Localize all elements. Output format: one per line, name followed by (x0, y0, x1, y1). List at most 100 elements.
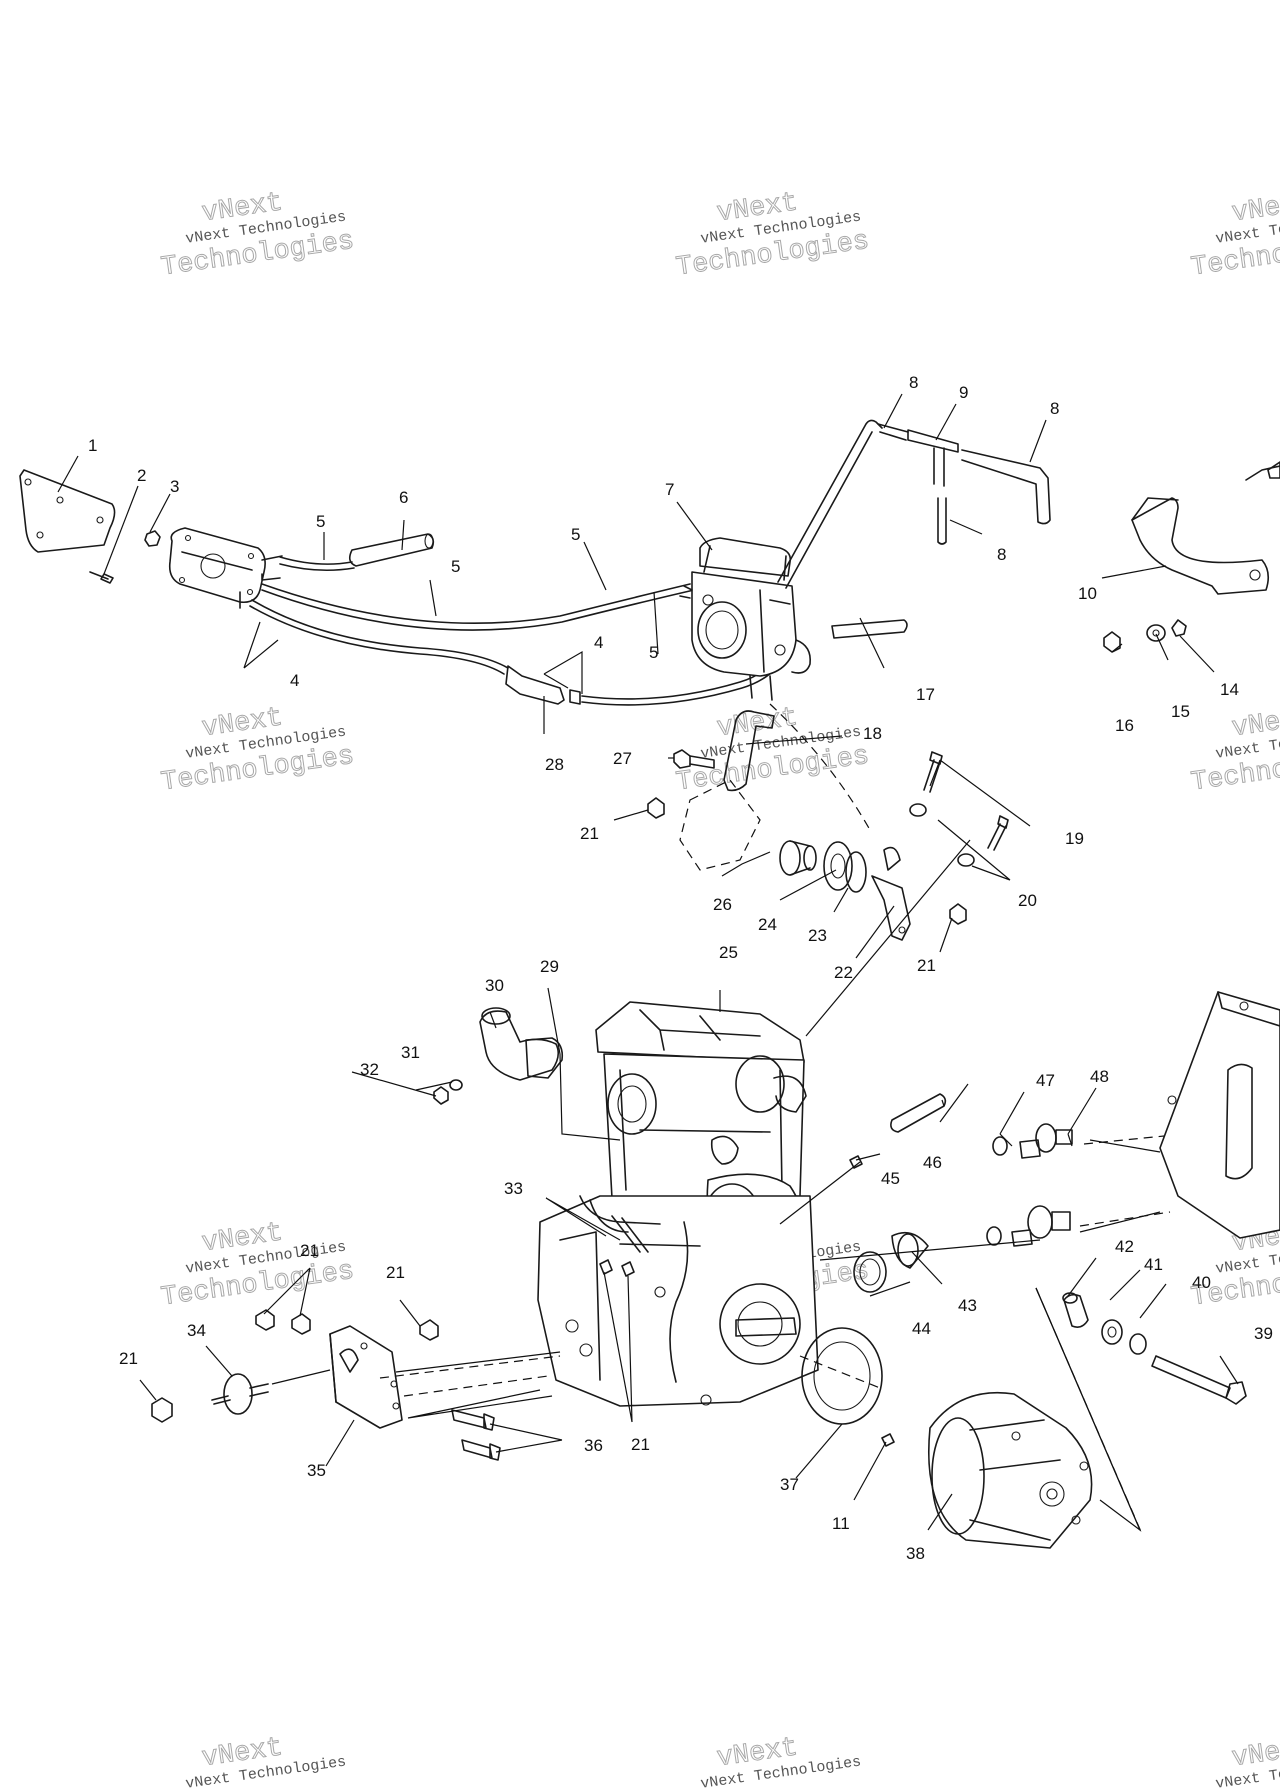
part-bolt-27 (673, 749, 715, 769)
callout-33: 33 (504, 1179, 523, 1198)
part-washer-40 (1129, 1333, 1147, 1355)
callout-47: 47 (1036, 1071, 1055, 1090)
part-screw-19-lower (987, 815, 1009, 851)
part-bracket-18 (723, 710, 775, 792)
callout-11: 11 (832, 1514, 850, 1533)
callout-1: 1 (88, 436, 97, 455)
callout-21: 21 (631, 1435, 650, 1454)
callout-25: 25 (719, 943, 738, 962)
part-gasket-29 (525, 1037, 564, 1079)
callout-46: 46 (923, 1153, 942, 1172)
part-fitting-28 (505, 665, 581, 705)
callout-21: 21 (386, 1263, 405, 1282)
part-engine-25 (537, 1001, 819, 1407)
callout-22: 22 (834, 963, 853, 982)
part-spacer-42 (1062, 1292, 1089, 1328)
callout-36: 36 (584, 1436, 603, 1455)
callout-23: 23 (808, 926, 827, 945)
part-bracket-10 (1131, 461, 1280, 595)
watermark: vNext vNext Technologies Technologies (159, 703, 357, 799)
callout-21: 21 (300, 1241, 319, 1260)
callout-28: 28 (545, 755, 564, 774)
watermark: vNext vNext Technologies Technologies (1189, 188, 1280, 284)
part-intake-elbow-30 (479, 1007, 560, 1081)
watermark: vNext vNext Technologies (184, 1733, 347, 1792)
callout-31: 31 (401, 1043, 420, 1062)
callout-14: 14 (1220, 680, 1239, 699)
callout-16: 16 (1115, 716, 1134, 735)
part-clamp-44 (853, 1251, 887, 1293)
callout-30: 30 (485, 976, 504, 995)
part-nut-16 (1103, 631, 1121, 653)
part-nut-32 (433, 1086, 449, 1105)
callout-48: 48 (1090, 1067, 1109, 1086)
part-washer-15 (1146, 624, 1166, 642)
part-nut-21-upper (647, 797, 665, 819)
watermark: vNext vNext Technologies (1214, 1733, 1280, 1792)
callout-34: 34 (187, 1321, 206, 1340)
callout-37: 37 (780, 1475, 799, 1494)
callout-27: 27 (613, 749, 632, 768)
callout-35: 35 (307, 1461, 326, 1480)
callout-15: 15 (1171, 702, 1190, 721)
callout-21: 21 (917, 956, 936, 975)
callout-labels: 1 2 3 4 4 5 5 5 5 6 7 8 8 8 9 10 11 14 1… (88, 373, 1273, 1563)
part-bracket-22 (871, 846, 911, 941)
part-nut-21-upper-left-b (291, 1313, 311, 1335)
watermark: vNext vNext Technologies Technologies (159, 1218, 357, 1314)
part-nut-21-center-left (419, 1319, 439, 1341)
callout-29: 29 (540, 957, 559, 976)
callout-43: 43 (958, 1296, 977, 1315)
callout-3: 3 (170, 477, 179, 496)
part-nut-21-engine-b (621, 1261, 635, 1277)
part-screw-19-upper (923, 751, 943, 793)
callout-41: 41 (1144, 1255, 1163, 1274)
callout-45: 45 (881, 1169, 900, 1188)
callout-6: 6 (399, 488, 408, 507)
watermark: vNext vNext Technologies Technologies (674, 703, 872, 799)
callout-21: 21 (580, 824, 599, 843)
watermark: vNext vNext Technologies Technologies (674, 188, 872, 284)
callout-9: 9 (959, 383, 968, 402)
callout-8: 8 (997, 545, 1006, 564)
part-mount-48-upper (1019, 1123, 1073, 1159)
part-washer-14 (1171, 619, 1187, 637)
part-bracket-35 (329, 1325, 403, 1429)
part-plug-45 (849, 1155, 863, 1169)
part-nut-21-upper-left-a (255, 1309, 275, 1331)
part-mounting-plate (19, 469, 116, 584)
callout-17: 17 (916, 685, 935, 704)
part-stud-36-lower (461, 1439, 501, 1461)
watermark: vNext vNext Technologies (699, 1733, 862, 1792)
callout-19: 19 (1065, 829, 1084, 848)
callout-32: 32 (360, 1060, 379, 1079)
part-mount-48-lower (1011, 1205, 1071, 1247)
callout-21: 21 (119, 1349, 138, 1368)
callout-40: 40 (1192, 1273, 1211, 1292)
part-washer-20-lower (957, 853, 975, 867)
part-sleeve-6 (348, 533, 435, 567)
callout-20: 20 (1018, 891, 1037, 910)
callout-39: 39 (1254, 1324, 1273, 1343)
callout-18: 18 (863, 724, 882, 743)
watermark-group: vNext vNext Technologies Technologies vN… (159, 188, 1280, 1792)
callout-5: 5 (649, 643, 658, 662)
part-hose-17 (831, 619, 908, 639)
leader-lines (57, 393, 1239, 1532)
part-nut-21-left (151, 1397, 173, 1423)
watermark: vNext vNext Technologies Technologies (1189, 703, 1280, 799)
callout-5: 5 (316, 512, 325, 531)
callout-5: 5 (571, 525, 580, 544)
part-vent-tubes (777, 419, 1051, 589)
part-sensor-43 (891, 1231, 929, 1269)
part-mount-34 (211, 1373, 269, 1415)
callout-7: 7 (665, 480, 674, 499)
part-nut-21-mid (949, 903, 967, 925)
part-washer-47-lower (986, 1226, 1002, 1246)
part-cover-37 (801, 1327, 883, 1425)
callout-24: 24 (758, 915, 777, 934)
part-screw-11 (881, 1433, 895, 1447)
part-adapter-outline (679, 703, 871, 871)
callout-10: 10 (1078, 584, 1097, 603)
